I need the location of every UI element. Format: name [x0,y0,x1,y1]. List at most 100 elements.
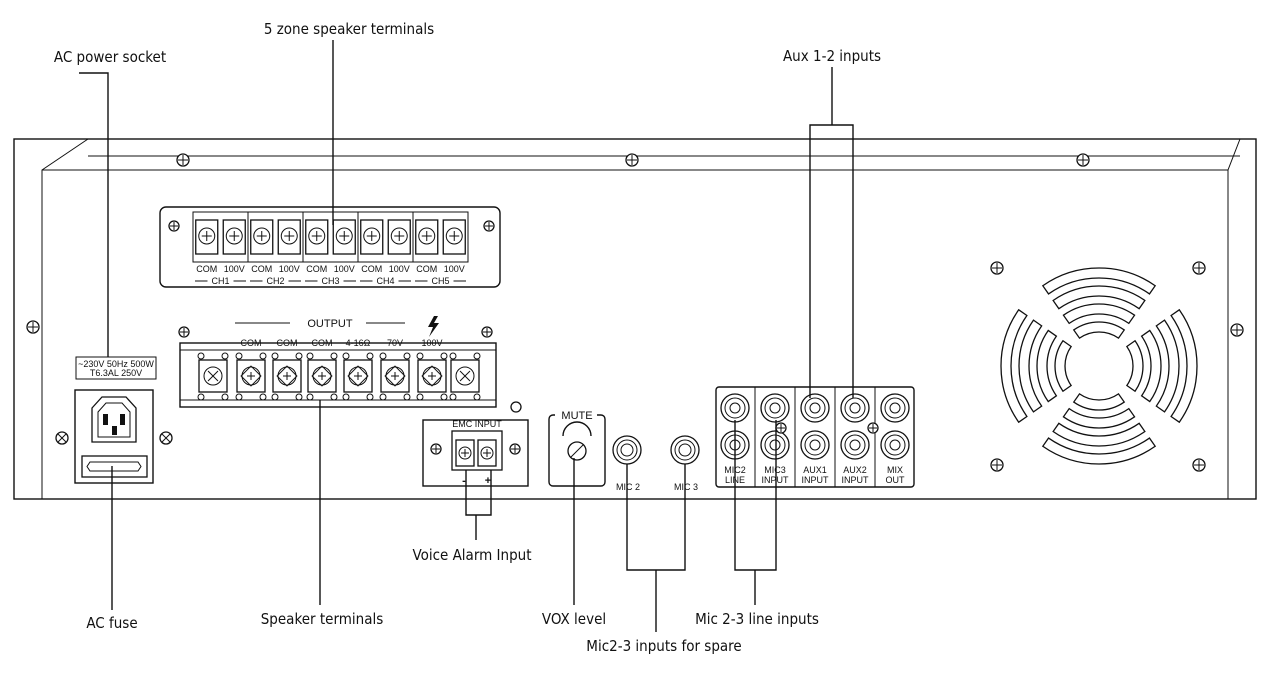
zone-group-frame [412,211,469,263]
power-rating-label [75,356,157,380]
rca-jack-icon [800,430,830,460]
screw-icon [509,443,521,455]
rca-jack-icon [720,393,750,423]
zone-channel-label: CH5 [431,276,449,286]
rca-label-top: AUX1 [803,465,827,475]
screw-terminal-icon [250,219,274,255]
emc-input-title: EMC INPUT [452,419,502,429]
screw-icon [168,220,180,232]
fan-slot [1155,319,1180,413]
leader-voice-alarm-bracket [465,470,492,516]
rca-jack-icon [840,393,870,423]
chassis-screws [26,153,1244,337]
screw-icon [990,458,1004,472]
mic-jacks: MIC 2 MIC 3 [612,435,700,492]
emc-input-block: EMC INPUT - + [422,401,529,487]
output-terminal-label: 100V [421,338,442,348]
output-title: OUTPUT [307,318,353,330]
zone-terminal-label: COM [361,264,382,274]
leader-lines [79,40,854,632]
zone-terminal-label: COM [306,264,327,274]
callout-ac-power-socket: AC power socket [54,48,166,66]
callout-voice-alarm: Voice Alarm Input [413,546,532,564]
fan-slot [1072,321,1126,340]
callout-ac-fuse: AC fuse [86,614,137,632]
speaker-terminal-icon [197,352,229,401]
rca-label-bottom: INPUT [762,475,790,485]
screw-icon [430,443,442,455]
screw-icon [55,431,69,445]
ac-socket-icon [91,396,137,443]
fan-slot [1140,329,1162,403]
zone-channel-label: CH2 [266,276,284,286]
fan-slot [1072,392,1126,411]
screw-icon [1230,323,1244,337]
screw-icon [26,320,40,334]
speaker-terminal-icon [342,352,374,401]
mic3-jack-icon [670,435,700,465]
fan-slot [1052,285,1146,310]
callout-speaker-terminals: Speaker terminals [261,610,384,628]
fan-slot [1125,339,1144,393]
screw-terminal-icon [195,219,219,255]
output-terminal-label: COM [241,338,262,348]
mic2-label: MIC 2 [616,482,640,492]
callout-labels: AC power socket 5 zone speaker terminals… [54,20,881,655]
rca-jack-icon [760,430,790,460]
vox-arc-icon [562,421,592,437]
fan-slot [1054,339,1073,393]
speaker-terminal-icon [271,352,303,401]
fan-slot [1018,319,1043,413]
zone-terminal-label: 100V [279,264,300,274]
screw-icon [775,422,787,434]
rca-label-bottom: INPUT [802,475,830,485]
screw-icon [481,326,493,338]
fan-slot [1041,267,1157,295]
callout-mic-line: Mic 2-3 line inputs [695,610,819,628]
leader-ac-power [79,72,109,357]
rca-label-top: MIC3 [764,465,786,475]
chassis [13,138,1257,500]
rca-label-bottom: INPUT [842,475,870,485]
power-module [74,389,154,484]
mic3-label: MIC 3 [674,482,698,492]
rca-input-block: MIC2LINEMIC3INPUTAUX1INPUTAUX2INPUTMIXOU… [715,386,915,488]
output-terminal-label: COM [312,338,333,348]
screw-terminal-icon [222,219,246,255]
zone-terminal-label: COM [251,264,272,274]
fan-grille [990,261,1206,472]
speaker-terminal-icon [449,352,481,401]
fan-slot [1062,407,1136,429]
rca-label-bottom: OUT [886,475,906,485]
output-terminal-label: 70V [387,338,403,348]
callout-zone-terminals: 5 zone speaker terminals [264,20,434,38]
screw-icon [625,153,639,167]
screw-terminal-icon [277,219,301,255]
power-section: ~230V 50Hz 500W T6.3AL 250V [55,356,173,484]
screw-terminal-icon [387,219,411,255]
rca-jack-icon [800,393,830,423]
zone-terminal-label: 100V [334,264,355,274]
zone-terminal-label: COM [416,264,437,274]
screw-icon [1076,153,1090,167]
callout-aux-inputs: Aux 1-2 inputs [783,47,881,65]
mute-label: MUTE [561,410,592,422]
screw-icon [159,431,173,445]
emc-minus-label: - [462,475,466,487]
fan-slot [1036,329,1058,403]
rca-jack-icon [760,393,790,423]
speaker-terminal-icon [235,352,267,401]
power-rating-line1: ~230V 50Hz 500W [78,359,154,369]
zone-terminal-label: COM [196,264,217,274]
zone-terminal-label: 100V [389,264,410,274]
output-terminal-label: COM [277,338,298,348]
screw-terminal-icon [415,219,439,255]
screw-terminal-icon [360,219,384,255]
fan-slot [1000,308,1028,424]
zone-channel-label: CH1 [211,276,229,286]
rca-jack-icon [880,430,910,460]
screw-icon [867,422,879,434]
